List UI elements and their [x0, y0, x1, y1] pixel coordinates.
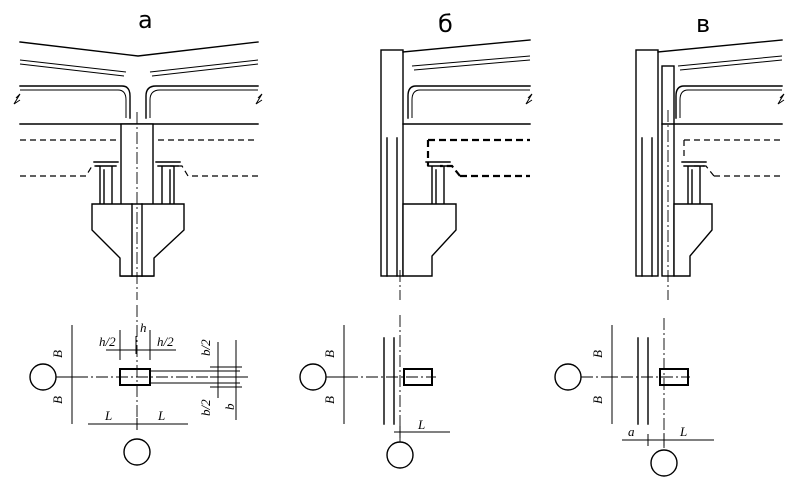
- dim-line-B: [66, 325, 80, 424]
- wall-column-c: [635, 49, 659, 277]
- truss-chord-c-inner: [679, 89, 782, 118]
- rail-support-c: [681, 161, 707, 209]
- dim-label-b-half-bottom: b/2: [198, 399, 213, 416]
- column-plan-c: [659, 368, 689, 386]
- panel-b-plan: B B L: [299, 315, 450, 469]
- rail-support-left: [93, 161, 119, 209]
- break-mark-right: [255, 93, 263, 105]
- dim-label-B-top-b: B: [322, 350, 337, 358]
- break-mark-b: [525, 93, 533, 105]
- break-mark-left: [13, 93, 21, 105]
- break-mark-c: [777, 93, 785, 105]
- grid-bubble-b-left: [299, 363, 327, 391]
- panel-a-elevation: [13, 41, 263, 300]
- dim-label-B-bottom: B: [50, 396, 65, 404]
- grid-bubble-c-left: [554, 363, 582, 391]
- roof-top-line: [19, 41, 259, 57]
- truss-chord-b: [407, 85, 531, 119]
- beam-plan-a: [150, 370, 240, 384]
- column-corbel-b: [402, 203, 457, 277]
- dim-line-B-c: [606, 325, 618, 424]
- dim-label-L-right: L: [157, 408, 165, 423]
- dim-line-B-b: [338, 325, 350, 424]
- crane-beam-c: [683, 139, 782, 177]
- dim-label-h: h: [140, 320, 147, 335]
- wall-column-b: [380, 49, 404, 277]
- dim-label-B-bottom-b: B: [322, 396, 337, 404]
- grid-bubble-b-bottom: [386, 441, 414, 469]
- rail-support-b: [425, 161, 451, 209]
- panel-c-plan: B B a L: [554, 318, 714, 477]
- panel-b-elevation: [380, 39, 533, 300]
- wall-plan-b: [383, 337, 395, 425]
- roof-layers-b: [411, 55, 531, 71]
- roof-layers-c: [677, 55, 783, 71]
- truss-right-chord: [145, 85, 259, 119]
- dim-line-L: [88, 418, 188, 430]
- grid-bubble-c-bottom: [650, 449, 678, 477]
- dim-label-B-bottom-c: B: [590, 396, 605, 404]
- dim-label-B-top-c: B: [590, 350, 605, 358]
- roof-layer-1: [19, 59, 259, 73]
- column-plan-a: [119, 368, 151, 386]
- wall-column-c-inner: [641, 137, 653, 277]
- dim-line-h: [106, 330, 176, 360]
- roof-top-c: [657, 39, 783, 53]
- column-corbel-c: [673, 203, 713, 277]
- dim-label-L-b: L: [417, 417, 425, 432]
- truss-left-chord-inner: [20, 89, 127, 118]
- panel-label-b: б: [438, 10, 453, 38]
- panel-c-elevation: [635, 39, 785, 300]
- dim-line-a-L-c: [622, 434, 714, 446]
- column-inner-lines: [131, 203, 143, 277]
- roof-layer-2: [19, 63, 259, 77]
- crane-beam-right: [158, 139, 258, 177]
- dim-line-b: [210, 340, 242, 420]
- wall-column-b-inner: [386, 137, 398, 277]
- dim-label-L-c: L: [679, 424, 687, 439]
- column-corbel-a: [91, 203, 185, 277]
- roof-top-b: [402, 39, 531, 53]
- dim-label-L-left: L: [104, 408, 112, 423]
- dim-line-L-b: [394, 426, 450, 438]
- crane-beam-b: [426, 138, 530, 178]
- dim-label-a: a: [628, 424, 635, 439]
- dim-label-b-half-top: b/2: [198, 339, 213, 356]
- panel-label-a: а: [138, 6, 153, 34]
- column-plan-b: [403, 368, 433, 386]
- dim-label-h-half-right: h/2: [157, 334, 174, 349]
- panel-a-plan: B B h h/2 h/2 b/2 b/2 b L L: [29, 305, 250, 466]
- truss-chord-b-inner: [411, 89, 530, 118]
- truss-chord-c: [675, 85, 783, 119]
- rail-support-right: [155, 161, 181, 209]
- dim-label-b: b: [222, 403, 237, 410]
- grid-bubble-a-left: [29, 363, 57, 391]
- panel-label-c: в: [696, 10, 710, 38]
- dim-label-h-half-left: h/2: [99, 334, 116, 349]
- wall-plan-c: [637, 337, 649, 425]
- grid-bubble-a-bottom: [123, 438, 151, 466]
- truss-left-chord: [19, 85, 131, 119]
- truss-right-chord-inner: [149, 89, 258, 118]
- dim-label-B-top: B: [50, 350, 65, 358]
